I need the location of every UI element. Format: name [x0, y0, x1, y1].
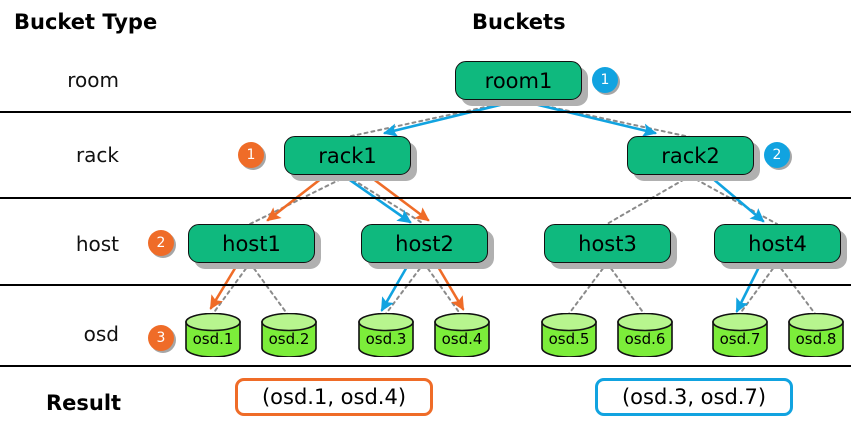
edge-rack2-host4-blue: [710, 176, 765, 223]
osd-label: osd.3: [365, 329, 407, 348]
edge-room1-rack2-blue: [524, 100, 658, 137]
divider-rack-host: [0, 197, 851, 199]
osd-osd2[interactable]: osd.2: [260, 313, 318, 357]
badge-rack2-blue: 2: [764, 142, 790, 168]
cylinder-icon: [712, 313, 768, 357]
badge-host1-orange: 2: [148, 230, 174, 256]
osd-osd7[interactable]: osd.7: [711, 313, 769, 357]
cylinder-icon: [185, 313, 241, 357]
osd-osd8[interactable]: osd.8: [787, 313, 845, 357]
bucket-type-rack: rack: [75, 143, 119, 167]
edge-host2-osd3-blue: [380, 263, 410, 312]
badge-osd1-orange: 3: [148, 325, 174, 351]
result-box-orange[interactable]: (osd.1, osd.4): [235, 378, 433, 416]
edge-host2-osd4-orange: [435, 263, 465, 311]
cylinder-icon: [261, 313, 317, 357]
edge-host4-osd7-blue: [735, 263, 762, 313]
osd-label: osd.6: [624, 329, 666, 348]
osd-label: osd.4: [441, 329, 483, 348]
edge-host1-osd1-orange: [209, 263, 239, 310]
cylinder-icon: [617, 313, 673, 357]
bucket-type-room: room: [67, 68, 119, 92]
badge-rack1-orange: 1: [238, 142, 264, 168]
bucket-host1[interactable]: host1: [188, 224, 315, 263]
cylinder-icon: [788, 313, 844, 357]
divider-host-osd: [0, 284, 851, 286]
edge-rack1-host1-orange: [266, 176, 324, 222]
badge-room1-blue: 1: [592, 67, 618, 93]
osd-label: osd.8: [795, 329, 837, 348]
bucket-host4[interactable]: host4: [714, 224, 841, 263]
cylinder-icon: [358, 313, 414, 357]
edge-room1-rack1-blue: [382, 100, 514, 137]
divider-room-rack: [0, 111, 851, 113]
bucket-rack2[interactable]: rack2: [627, 136, 754, 175]
bucket-type-osd: osd: [83, 322, 119, 346]
header-bucket-type: Bucket Type: [14, 10, 158, 34]
osd-label: osd.2: [268, 329, 310, 348]
cylinder-icon: [434, 313, 490, 357]
osd-label: osd.5: [548, 329, 590, 348]
cylinder-icon: [541, 313, 597, 357]
header-buckets: Buckets: [472, 10, 566, 34]
bucket-room1[interactable]: room1: [455, 61, 582, 100]
bucket-rack1[interactable]: rack1: [284, 136, 411, 175]
osd-label: osd.7: [719, 329, 761, 348]
osd-osd6[interactable]: osd.6: [616, 313, 674, 357]
osd-osd4[interactable]: osd.4: [433, 313, 491, 357]
osd-osd3[interactable]: osd.3: [357, 313, 415, 357]
bucket-type-host: host: [75, 232, 119, 256]
bucket-host2[interactable]: host2: [361, 224, 488, 263]
result-box-blue[interactable]: (osd.3, osd.7): [595, 378, 793, 416]
edge-rack1-host2-blue: [345, 176, 412, 224]
osd-osd1[interactable]: osd.1: [184, 313, 242, 357]
bucket-host3[interactable]: host3: [544, 224, 671, 263]
osd-osd5[interactable]: osd.5: [540, 313, 598, 357]
result-label: Result: [46, 391, 122, 415]
osd-label: osd.1: [192, 329, 234, 348]
edge-rack1-host2-orange: [370, 176, 430, 222]
divider-osd-result: [0, 365, 851, 367]
